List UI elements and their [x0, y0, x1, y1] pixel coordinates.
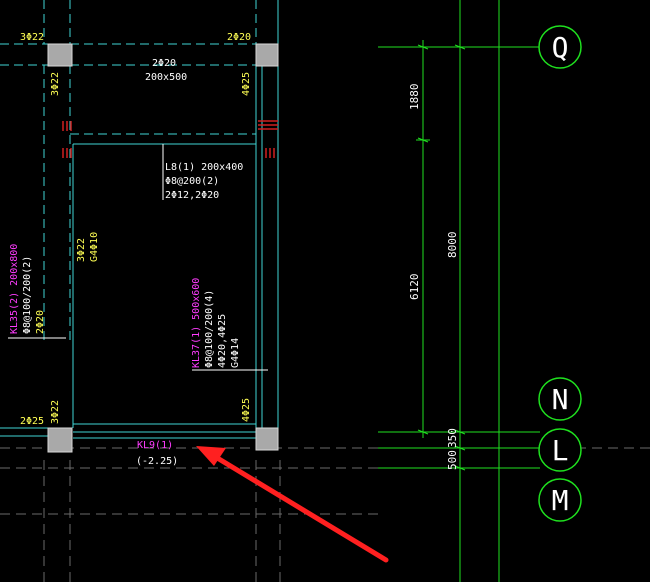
dimension-350: 350 — [446, 428, 459, 448]
axis-label-n: N — [552, 383, 569, 416]
l8-label-3: 2Φ12,2Φ20 — [165, 190, 219, 201]
kl37-label-b: Φ8@100/200(4) — [204, 290, 215, 368]
beam-top-label-a: 2Φ20 — [152, 58, 176, 69]
axis-bubble-m — [538, 478, 582, 522]
top-beam — [0, 43, 280, 135]
kl37-label-a: KL37(1) 500x600 — [191, 278, 202, 368]
bot-left-rebar-label-2: 3Φ22 — [50, 400, 61, 424]
rebar-hatch-marks — [62, 120, 278, 158]
red-annotation-arrow — [196, 446, 389, 563]
column-bottom-left — [47, 427, 73, 453]
bot-right-rebar-label: 4Φ25 — [241, 398, 252, 422]
dimension-1880: 1880 — [408, 84, 421, 111]
axis-bubbles — [538, 25, 582, 522]
kl35-label-b: Φ8@100/200(2) — [22, 256, 33, 334]
l8-label-2: Φ8@200(2) — [165, 176, 219, 187]
mid-left-rebar-label-a: 3Φ22 — [76, 238, 87, 262]
left-col-top-label: 3Φ22 — [50, 72, 61, 96]
kl35-label-a: KL35(2) 200x800 — [9, 244, 20, 334]
kl37-label-c: 4Φ20,4Φ25 — [217, 314, 228, 368]
beam-top-label-b: 200x500 — [145, 72, 187, 83]
kl9-label: KL9(1) — [137, 440, 173, 451]
axis-label-l: L — [552, 434, 569, 467]
kl37-label-d: G4Φ14 — [230, 338, 241, 368]
kl35-label-c: 2Φ20 — [35, 310, 46, 334]
axis-label-m: M — [552, 484, 569, 517]
axis-label-q: Q — [552, 31, 569, 64]
top-left-rebar-label: 3Φ22 — [20, 32, 44, 43]
column-top-left — [47, 43, 73, 67]
axis-bubble-q — [538, 25, 582, 69]
dimension-8000: 8000 — [446, 232, 459, 259]
right-col-top-label: 4Φ25 — [241, 72, 252, 96]
dimension-lines — [416, 40, 466, 471]
axis-bubble-l — [538, 428, 582, 472]
mid-left-rebar-label-b: G4Φ10 — [89, 232, 100, 262]
left-beam — [43, 0, 74, 428]
kl9-elevation: (-2.25) — [136, 456, 178, 467]
column-bottom-right — [255, 427, 279, 451]
l8-label-1: L8(1) 200x400 — [165, 162, 243, 173]
dimension-500: 500 — [446, 450, 459, 470]
bot-left-rebar-label: 2Φ25 — [20, 416, 44, 427]
top-mid-rebar-label: 2Φ20 — [227, 32, 251, 43]
axis-bubble-n — [538, 377, 582, 421]
column-top-right — [255, 43, 279, 67]
axis-lines — [378, 0, 540, 582]
columns — [47, 43, 279, 453]
inner-slab-outline — [0, 143, 256, 439]
dimension-6120: 6120 — [408, 274, 421, 301]
